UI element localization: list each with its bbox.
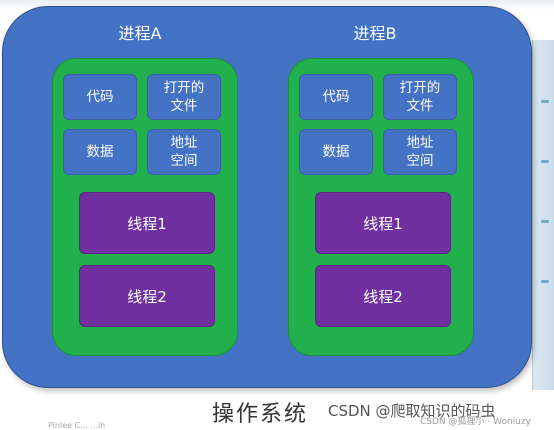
watermark-small-text: CSDN @狐狸小 · Woniuzy	[420, 417, 531, 427]
process-a-address-space: 地址 空间	[147, 129, 221, 175]
process-b-open-files: 打开的 文件	[383, 74, 457, 120]
panel-mark	[541, 160, 549, 163]
bottom-cropped-text: Pinlee C... ...ih	[48, 421, 106, 430]
process-b-code: 代码	[299, 74, 373, 120]
watermark-text: CSDN @爬取知识的码虫	[328, 402, 496, 420]
panel-mark	[541, 220, 549, 223]
right-side-panel	[532, 40, 554, 390]
process-a-title: 进程A	[118, 24, 162, 43]
process-b-thread-2: 线程2	[315, 265, 451, 327]
process-a-thread-2: 线程2	[79, 265, 215, 327]
process-b-data: 数据	[299, 129, 373, 175]
process-b-thread-1: 线程1	[315, 192, 451, 254]
process-b-title: 进程B	[353, 24, 397, 43]
process-a-thread-1: 线程1	[79, 192, 215, 254]
panel-mark	[541, 280, 549, 283]
panel-mark	[541, 100, 549, 103]
process-a-code: 代码	[63, 74, 137, 120]
operating-system-label: 操作系统	[212, 402, 309, 427]
process-a-box: 代码 打开的 文件 数据 地址 空间 线程1 线程2	[52, 58, 238, 356]
process-a-data: 数据	[63, 129, 137, 175]
process-a-open-files: 打开的 文件	[147, 74, 221, 120]
process-b-box: 代码 打开的 文件 数据 地址 空间 线程1 线程2	[288, 58, 474, 356]
process-b-address-space: 地址 空间	[383, 129, 457, 175]
top-edge-strip	[0, 0, 554, 10]
